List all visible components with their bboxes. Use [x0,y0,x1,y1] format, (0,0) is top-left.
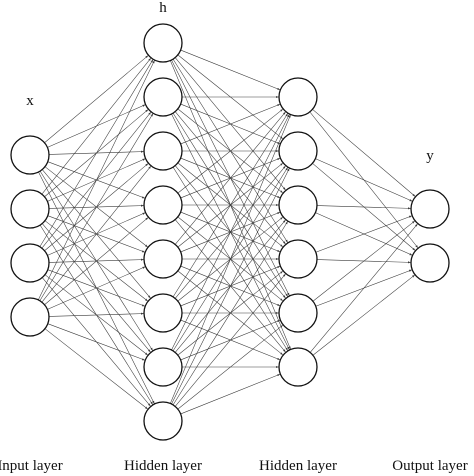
neuron-hidden-1-2 [143,77,183,117]
neurons-group [10,23,450,441]
connection-hidden-2-3-to-output-1 [316,205,411,210]
connection-hidden-2-2-to-output-1 [315,158,413,202]
connection-input-1-to-hidden-1-1 [44,55,149,143]
layer-label-hidden-1: Hidden layer [124,458,202,474]
connection-hidden-1-7-to-hidden-2-1 [171,114,290,351]
connection-hidden-1-8-to-hidden-2-4 [174,273,286,407]
connection-hidden-1-8-to-hidden-2-5 [177,324,283,410]
connection-hidden-1-8-to-hidden-2-3 [172,221,288,406]
connection-hidden-1-3-to-hidden-2-1 [180,103,281,145]
neuron-hidden-1-7 [143,347,183,387]
neuron-hidden-2-4 [278,239,318,279]
neuron-input-1 [10,135,50,175]
connection-hidden-2-1-to-output-1 [312,109,416,197]
connection-input-4-to-hidden-1-4 [44,217,149,305]
neuron-output-2 [410,243,450,283]
neuron-hidden-1-8 [143,401,183,441]
connection-hidden-2-5-to-output-1 [312,220,415,302]
layer-label-hidden-2: Hidden layer [259,458,337,474]
connection-input-4-to-hidden-1-8 [44,328,148,410]
connection-input-4-to-hidden-1-3 [41,166,152,303]
neuron-hidden-2-2 [278,131,318,171]
input-variable-label: x [26,93,34,109]
neuron-hidden-1-6 [143,293,183,333]
connection-input-4-to-hidden-1-7 [47,323,145,361]
connection-hidden-1-4-to-hidden-2-1 [177,108,283,194]
connection-input-4-to-hidden-1-6 [48,312,144,317]
connection-hidden-1-6-to-hidden-2-1 [172,113,288,298]
connection-hidden-1-8-to-hidden-2-1 [170,114,291,404]
connection-input-4-to-hidden-1-5 [47,266,146,310]
neuron-input-2 [10,189,50,229]
connection-hidden-1-8-to-hidden-2-2 [171,168,290,405]
neuron-hidden-1-1 [143,23,183,63]
connection-hidden-1-1-to-hidden-2-1 [180,49,281,91]
connection-hidden-2-4-to-output-1 [315,215,412,253]
neuron-input-3 [10,243,50,283]
layer-label-output: Output layer [392,458,467,474]
connection-hidden-2-6-to-output-2 [312,274,415,356]
connection-hidden-1-5-to-hidden-2-1 [174,111,286,245]
hidden-variable-label: h [159,0,167,16]
neuron-hidden-1-4 [143,185,183,225]
neuron-hidden-2-1 [278,77,318,117]
connections-group [38,49,419,415]
connection-input-4-to-hidden-1-1 [38,60,155,301]
connection-hidden-2-6-to-output-1 [309,223,418,353]
neuron-hidden-2-3 [278,185,318,225]
neuron-output-1 [410,189,450,229]
connection-input-3-to-hidden-1-1 [39,59,154,247]
connection-input-2-to-hidden-1-1 [41,58,152,195]
layer-label-input: Input layer [0,458,63,474]
neuron-input-4 [10,297,50,337]
neuron-hidden-2-5 [278,293,318,333]
neuron-hidden-1-5 [143,239,183,279]
output-variable-label: y [426,148,434,164]
neuron-hidden-2-6 [278,347,318,387]
connection-hidden-1-8-to-hidden-2-6 [180,373,281,415]
connection-input-4-to-hidden-1-2 [39,113,154,301]
neuron-hidden-1-3 [143,131,183,171]
